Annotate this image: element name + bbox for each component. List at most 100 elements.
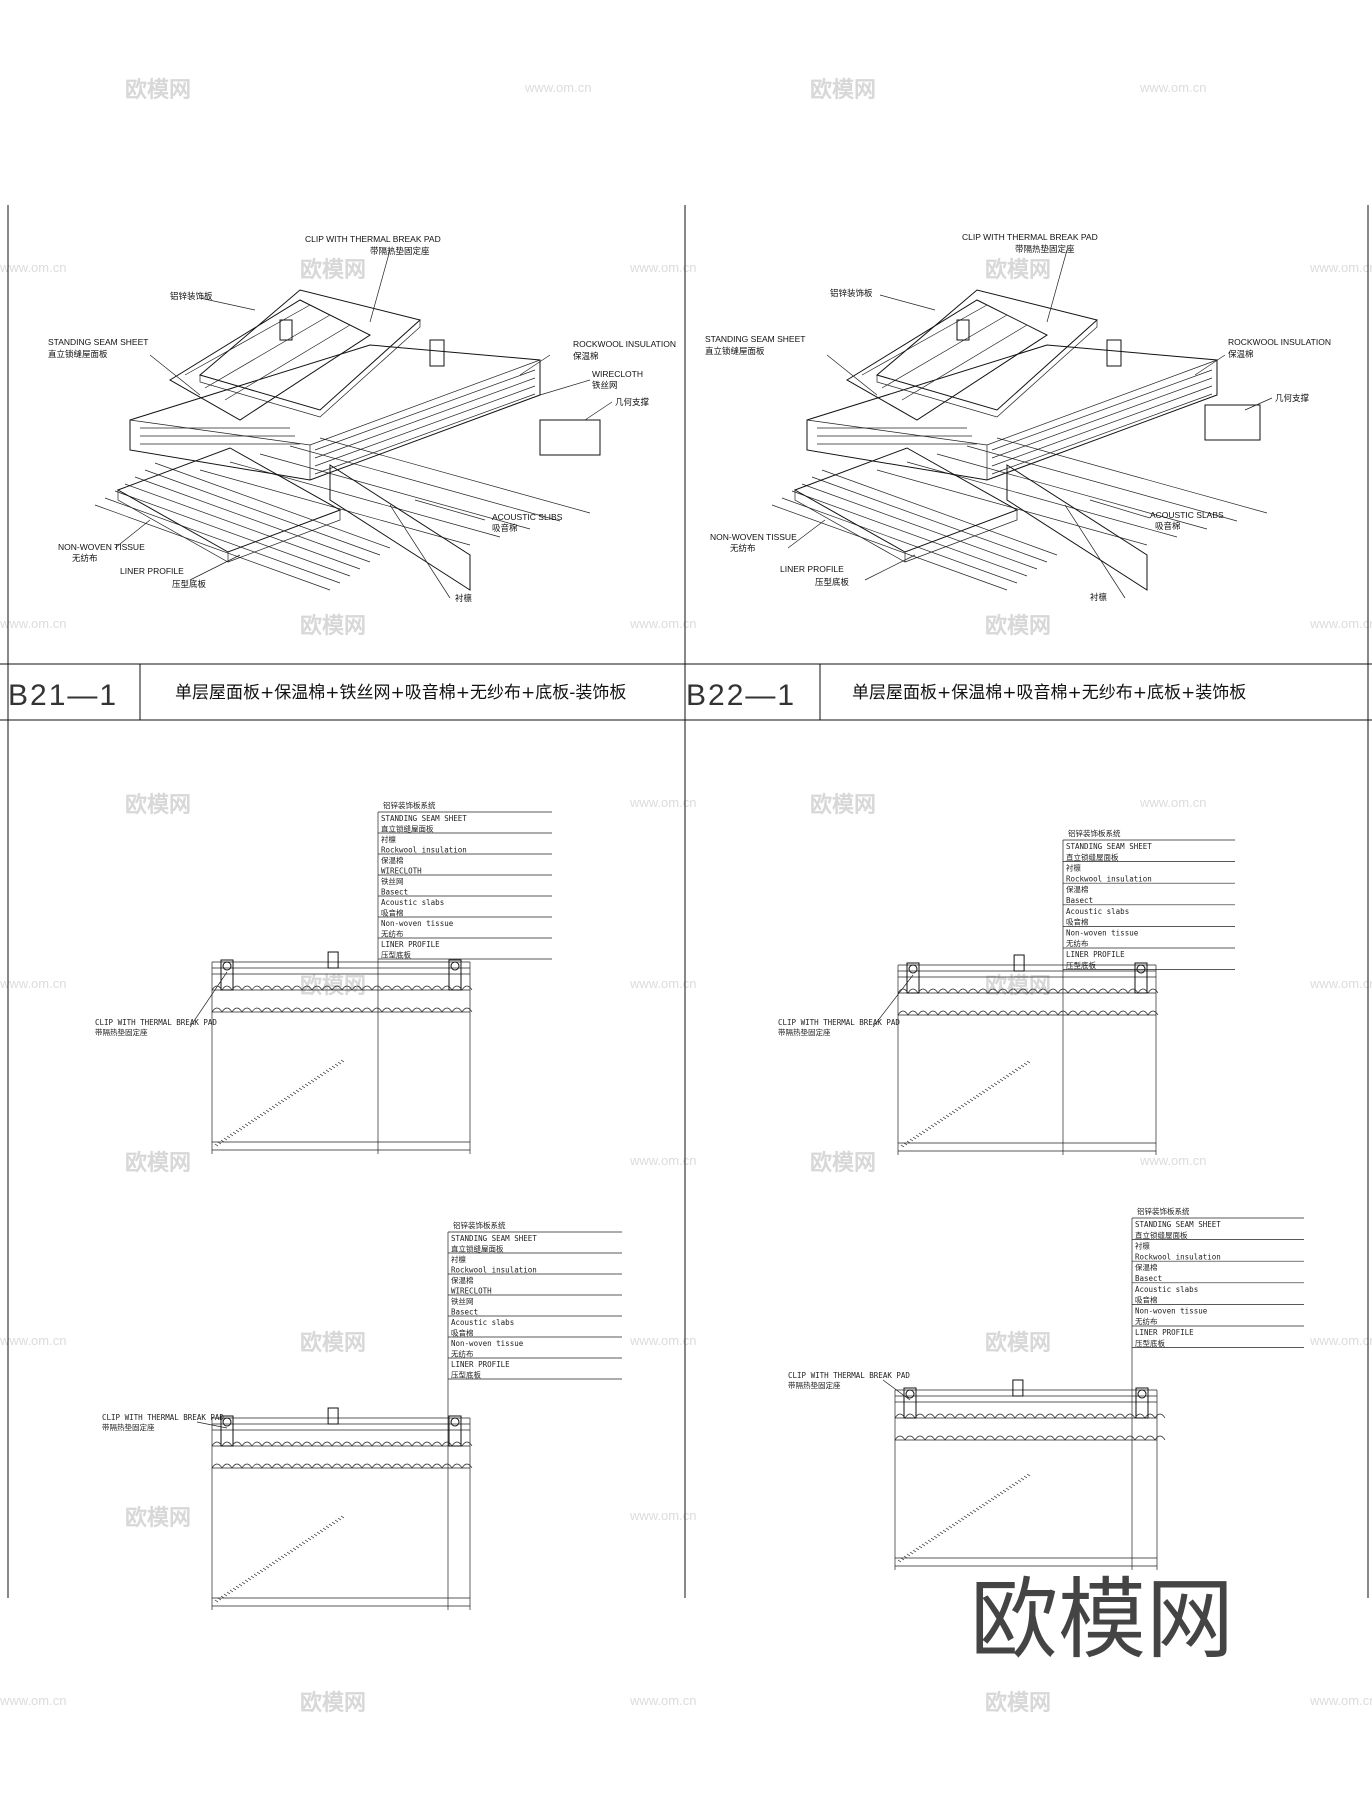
rockwool-hex-pattern [817,369,1213,475]
watermark-brand: 欧模网 [810,77,876,103]
watermark-url: www.om.cn [629,1153,696,1168]
clip-leader [196,1421,228,1429]
nonwoven-label-en: NON-WOVEN TISSUE [58,542,145,552]
legend-entry: STANDING SEAM SHEET [1135,1220,1221,1229]
legend-entry: Rockwool insulation [381,846,467,855]
watermark-brand: 欧模网 [300,613,366,639]
legend-entry: Non-woven tissue [381,919,454,928]
legend-entry: 吸音棉 [381,908,404,918]
legend-entry: STANDING SEAM SHEET [1066,842,1152,851]
legend-entry: 保温棉 [1135,1262,1158,1272]
nonwoven-label-cn: 无纺布 [72,553,98,564]
thermal-clip [1134,962,1148,994]
rockwool-hex-pattern [140,369,536,475]
watermark-url: www.om.cn [629,1333,696,1348]
legend-heading: 铝锌装饰板系统 [1137,1206,1190,1216]
legend-entry: Basect [381,888,408,897]
thermal-clip [448,1415,462,1447]
rockwool-label-cn: 保温棉 [573,351,599,362]
watermark-url: www.om.cn [629,1508,696,1523]
legend-entry: 衬檩 [1135,1241,1151,1251]
deco-label-cn: 铝锌装饰板 [830,288,873,299]
acoustic-hatch [214,1515,345,1603]
rockwool-label-en: ROCKWOOL INSULATION [1228,337,1331,347]
wirecloth-label-en: WIRECLOTH [592,369,643,379]
sheet-frame [0,205,1372,1598]
legend-entry: 保温棉 [381,855,404,865]
standing-seam-label-cn: 直立锁缝屋面板 [705,346,765,357]
legend-entry: 直立锁缝屋面板 [1135,1230,1188,1240]
legend-entry: 吸音棉 [451,1328,474,1338]
thermal-clip [220,959,234,991]
rockwool-slab [129,344,541,481]
seam-clip [327,1407,339,1425]
watermark-row: www.om.cn 欧模网 www.om.cn 欧模网 www.om.cn [0,613,1372,639]
legend-entry: Non-woven tissue [451,1339,524,1348]
title-bar-b22: B22—1 单层屋面板+保温棉+吸音棉+无纱布+底板+装饰板 [686,679,1246,712]
watermark-row: www.om.cn 欧模网 www.om.cn 欧模网 www.om.cn [0,1690,1372,1716]
legend-entry: LINER PROFILE [381,940,440,949]
watermark-brand: 欧模网 [985,1330,1051,1356]
legend-entry: Acoustic slabs [381,898,444,907]
acoustic-label-en: ACOUSTIC SLABS [1150,510,1224,520]
nonwoven-label-en: NON-WOVEN TISSUE [710,532,797,542]
watermark-url: www.om.cn [1309,616,1372,631]
legend-entry: 铁丝网 [451,1296,474,1306]
acoustic-label-cn: 吸音棉 [1155,521,1181,532]
watermark-brand: 欧模网 [300,1330,366,1356]
liner-label-en: LINER PROFILE [780,564,844,574]
legend-entry: 压型底板 [1135,1338,1165,1348]
watermark-row: 欧模网 www.om.cn 欧模网 www.om.cn [125,792,1206,818]
legend-entry: Rockwool insulation [1135,1252,1221,1261]
watermark-url: www.om.cn [629,616,696,631]
watermark-brand: 欧模网 [810,1150,876,1176]
liner-label-en: LINER PROFILE [120,566,184,576]
purlin [1006,464,1148,591]
thermal-clip [906,962,920,994]
seam-clip [327,951,339,969]
legend-entry: STANDING SEAM SHEET [381,814,467,823]
legend-entry: LINER PROFILE [451,1360,510,1369]
drawing-code: B21—1 [8,679,118,712]
clip-head [450,1417,460,1427]
support-bracket [539,419,601,456]
section-detail-b22-2: 铝锌装饰板系统 STANDING SEAM SHEET直立锁缝屋面板衬檩Rockw… [788,1206,1304,1570]
rockwool-slab [806,344,1218,481]
legend-entry: Basect [1135,1274,1162,1283]
watermark-url: www.om.cn [0,976,66,991]
support-bracket [1204,404,1261,441]
watermark-url: www.om.cn [1139,1153,1206,1168]
purlin [329,464,471,591]
legend-entry: 直立锁缝屋面板 [451,1244,504,1254]
title-bar-b21: B21—1 单层屋面板+保温棉+铁丝网+吸音棉+无纱布+底板-装饰板 [8,679,626,712]
drawing-title: 单层屋面板+保温棉+吸音棉+无纱布+底板+装饰板 [852,683,1246,703]
legend-entry: LINER PROFILE [1135,1328,1194,1337]
watermark-brand: 欧模网 [125,77,191,103]
acoustic-label-cn: 吸音棉 [492,523,518,534]
legend-heading: 铝锌装饰板系统 [383,800,436,810]
clip-head [1136,964,1146,974]
watermark-brand: 欧模网 [125,1150,191,1176]
acoustic-label-en: ACOUSTIC SLIBS [492,512,563,522]
watermark-brand: 欧模网 [125,1505,191,1531]
legend-entry: 吸音棉 [1135,1295,1158,1305]
clip-leader [189,971,228,1028]
watermark-url: www.om.cn [0,616,66,631]
watermark-url: www.om.cn [1309,260,1372,275]
acoustic-hatch [900,1060,1031,1148]
legend-entry: 衬檩 [1066,863,1082,873]
leader-lines [787,249,1273,599]
legend-entry: Rockwool insulation [1066,874,1152,883]
legend-entry: 保温棉 [1066,884,1089,894]
watermark-row: 欧模网 www.om.cn [125,1505,696,1531]
wirecloth-label-cn: 铁丝网 [592,380,618,391]
legend-entry: LINER PROFILE [1066,950,1125,959]
legend-entry: 吸音棉 [1066,917,1089,927]
clip-callout-cn: 带隔热垫固定座 [95,1027,148,1037]
watermark-brand: 欧模网 [300,257,366,283]
clip-head [222,1417,232,1427]
legend-heading: 铝锌装饰板系统 [453,1220,506,1230]
thermal-clip [1135,1387,1149,1419]
watermark-brand: 欧模网 [985,613,1051,639]
